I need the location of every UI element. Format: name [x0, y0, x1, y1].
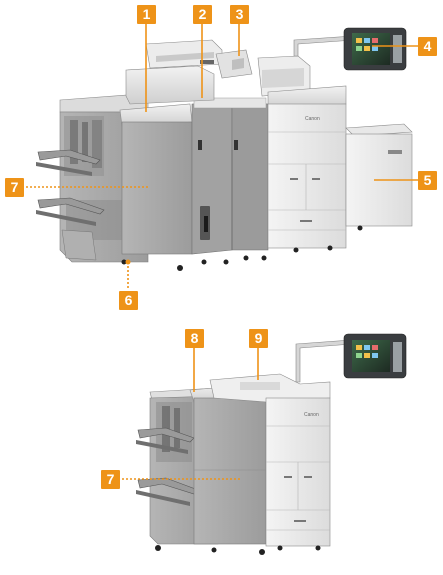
callout-9: 9	[249, 329, 268, 348]
control-panel-top	[343, 27, 407, 71]
callout-5: 5	[418, 171, 437, 190]
main-body-center	[191, 101, 233, 255]
finisher-tray-lower	[37, 197, 105, 215]
callout-7-bottom: 7	[101, 470, 120, 489]
callout-7-top: 7	[5, 178, 24, 197]
document-feeder	[125, 65, 215, 105]
callout-4: 4	[418, 37, 437, 56]
control-panel-arm-bottom	[295, 339, 353, 383]
main-body-left	[121, 121, 193, 255]
brand-mark-top: Canon	[305, 116, 320, 122]
right-engine-body	[267, 103, 347, 249]
callout-6: 6	[119, 291, 138, 310]
leader-lines	[26, 20, 418, 480]
control-panel-bottom	[343, 333, 407, 379]
callout-8: 8	[185, 329, 204, 348]
bottom-printer-system: Canon	[136, 333, 407, 555]
paper-deck-top	[345, 123, 413, 137]
finisher-tray-upper	[37, 149, 101, 165]
inserter-body	[193, 397, 267, 545]
callout-3: 3	[230, 5, 249, 24]
brand-mark-bottom: Canon	[304, 412, 319, 418]
callout-1: 1	[137, 5, 156, 24]
callout-2: 2	[193, 5, 212, 24]
top-printer-system: Canon	[36, 27, 413, 271]
leader-6-dot	[125, 259, 131, 265]
